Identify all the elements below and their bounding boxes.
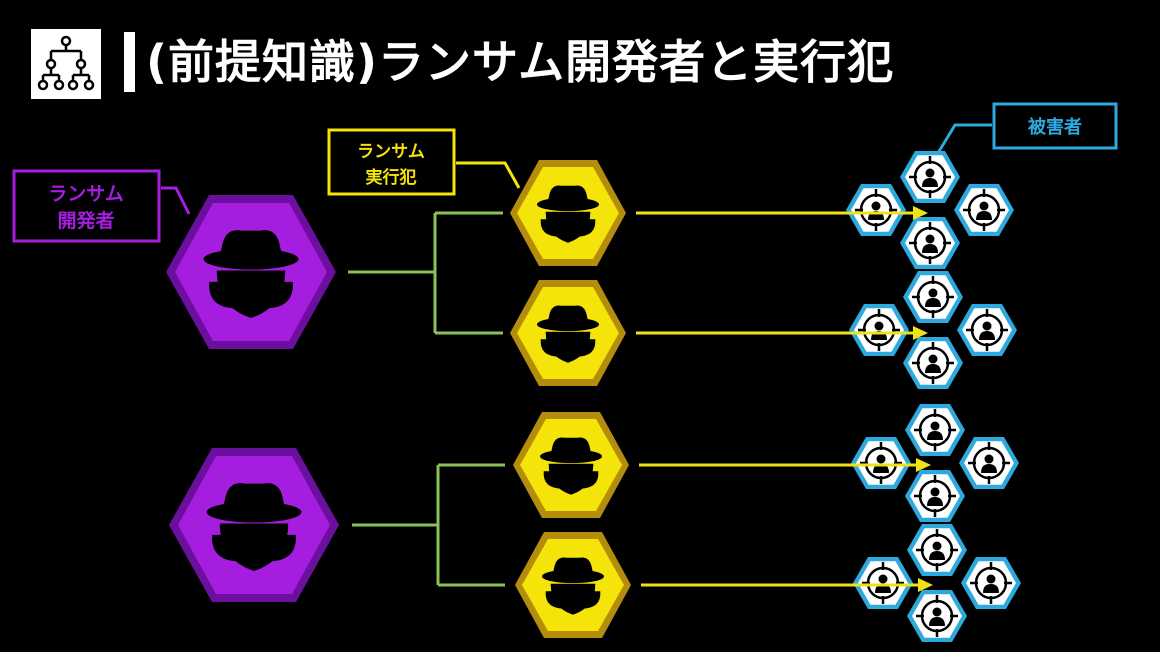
victim-node — [900, 217, 960, 269]
affiliate-node-3 — [513, 412, 629, 518]
victim-node — [903, 271, 963, 323]
developer-label: ランサム 開発者 — [12, 169, 191, 243]
victim-node — [959, 437, 1019, 489]
victim-node — [957, 304, 1017, 356]
arrow-2 — [636, 326, 928, 340]
victim-node — [846, 184, 906, 236]
victims-label: 被害者 — [936, 102, 1118, 154]
victim-node — [900, 151, 960, 203]
affiliate-node-2 — [510, 280, 626, 386]
victim-node — [954, 184, 1014, 236]
victim-node — [849, 304, 909, 356]
victim-node — [903, 337, 963, 389]
victim-cluster-2 — [849, 271, 1017, 389]
connector-group-bottom — [352, 463, 505, 587]
affiliate-label-line2: 実行犯 — [366, 167, 417, 188]
affiliate-node-4 — [515, 532, 631, 638]
affiliate-label: ランサム 実行犯 — [327, 128, 521, 196]
victim-node — [961, 557, 1021, 609]
victim-node — [853, 557, 913, 609]
victim-cluster-4 — [853, 524, 1021, 642]
arrow-1 — [636, 206, 928, 220]
victim-cluster-3 — [851, 404, 1019, 522]
victim-node — [907, 590, 967, 642]
victim-cluster-1 — [846, 151, 1014, 269]
victim-node — [907, 524, 967, 576]
page-title: (前提知識)ランサム開発者と実行犯 — [146, 35, 895, 89]
arrow-3 — [639, 458, 931, 472]
victim-node — [851, 437, 911, 489]
arrow-4 — [641, 578, 933, 592]
victim-node — [905, 470, 965, 522]
affiliate-label-line1: ランサム — [357, 142, 425, 162]
developer-label-line1: ランサム — [48, 183, 124, 205]
developer-label-line2: 開発者 — [57, 209, 114, 232]
victims-label-text: 被害者 — [1028, 116, 1082, 138]
connector-group-top — [348, 211, 503, 335]
developer-node-1 — [166, 195, 336, 349]
title-divider — [124, 32, 135, 92]
network-hierarchy-icon — [31, 29, 101, 99]
affiliate-node-1 — [510, 160, 626, 266]
victim-node — [905, 404, 965, 456]
developer-node-2 — [169, 448, 339, 602]
